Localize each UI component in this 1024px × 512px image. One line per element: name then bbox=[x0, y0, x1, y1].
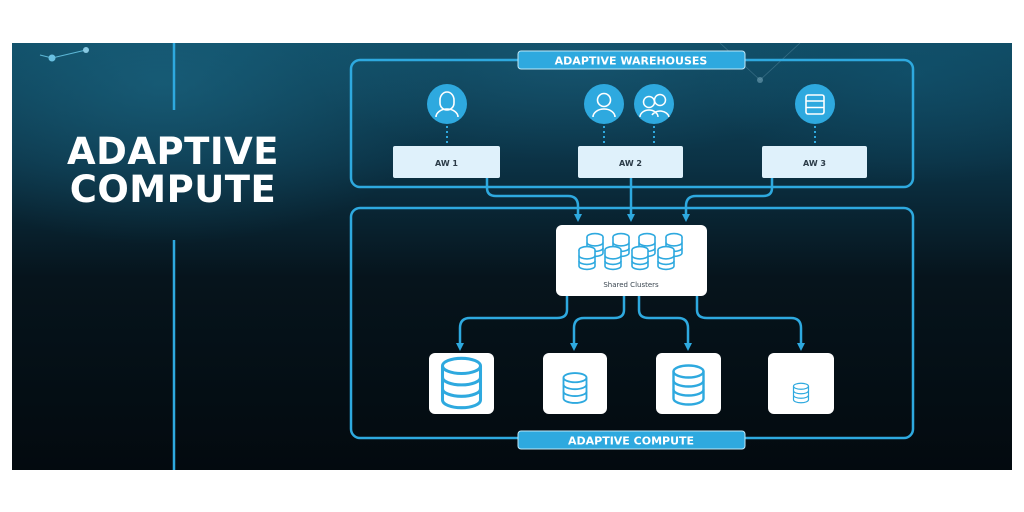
warehouses-label-pill: ADAPTIVE WAREHOUSES bbox=[517, 50, 746, 70]
warehouses-label: ADAPTIVE WAREHOUSES bbox=[555, 55, 708, 68]
compute-label: ADAPTIVE COMPUTE bbox=[568, 435, 694, 448]
compute-node-2[interactable] bbox=[543, 353, 607, 414]
compute-node-1[interactable] bbox=[429, 353, 494, 414]
compute-arrows bbox=[456, 296, 805, 351]
title-line-1: ADAPTIVE bbox=[66, 130, 280, 173]
compute-node-3[interactable] bbox=[656, 353, 721, 414]
warehouse-aw3[interactable]: AW 3 bbox=[762, 146, 867, 178]
user-group-icon bbox=[634, 84, 674, 124]
warehouse-aw2[interactable]: AW 2 bbox=[578, 146, 683, 178]
warehouse-name: AW 1 bbox=[435, 159, 458, 168]
dotted-connectors bbox=[446, 126, 816, 145]
shared-clusters-box[interactable]: Shared Clusters bbox=[556, 225, 707, 296]
warehouse-name: AW 2 bbox=[619, 159, 642, 168]
compute-node-4[interactable] bbox=[768, 353, 834, 414]
page-title: ADAPTIVE COMPUTE bbox=[58, 133, 288, 209]
title-line-2: COMPUTE bbox=[69, 168, 277, 211]
hero-panel: ADAPTIVE WAREHOUSES ADAPTIVE COMPUTE bbox=[12, 43, 1012, 470]
shared-clusters-label: Shared Clusters bbox=[603, 281, 659, 289]
female-user-icon bbox=[427, 84, 467, 124]
architecture-diagram: ADAPTIVE WAREHOUSES ADAPTIVE COMPUTE bbox=[39, 43, 915, 470]
warehouse-aw1[interactable]: AW 1 bbox=[393, 146, 500, 178]
male-user-icon bbox=[584, 84, 624, 124]
warehouse-arrows bbox=[485, 178, 774, 222]
compute-label-pill: ADAPTIVE COMPUTE bbox=[517, 430, 746, 450]
server-icon bbox=[795, 84, 835, 124]
warehouse-name: AW 3 bbox=[803, 159, 826, 168]
network-decoration bbox=[39, 43, 801, 83]
